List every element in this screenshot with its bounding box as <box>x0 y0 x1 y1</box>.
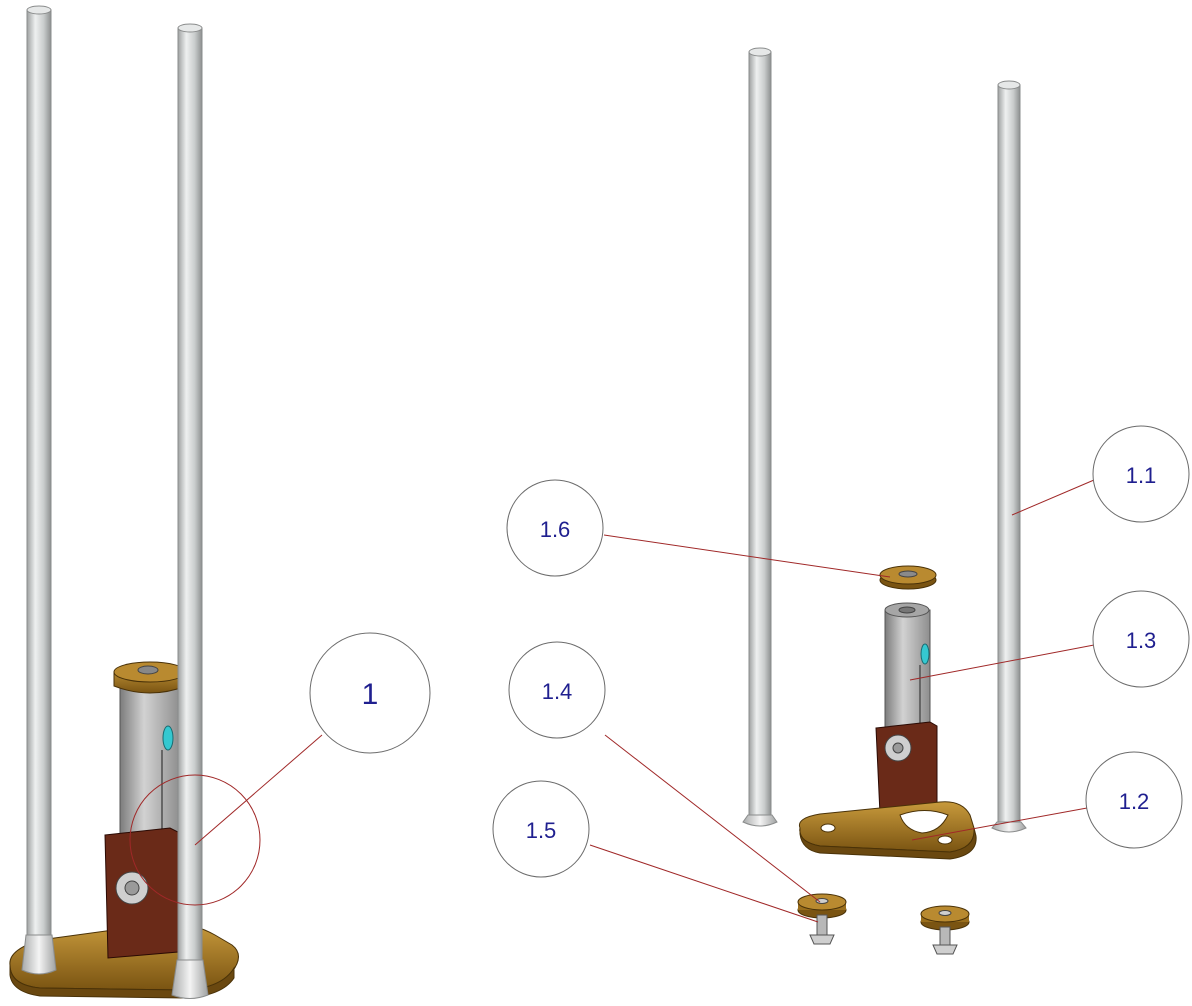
screw-part-left <box>809 914 835 945</box>
leader-1-6 <box>603 534 891 578</box>
foot-part-left <box>797 893 847 919</box>
assembled-bracket <box>104 827 179 959</box>
assembled-rod-left <box>21 5 57 975</box>
assembled-unit <box>9 5 261 999</box>
exploded-parts <box>742 47 1027 955</box>
callout-1-2: 1.2 <box>1085 751 1183 849</box>
exploded-rod-left <box>742 47 778 827</box>
leader-1-5 <box>589 844 819 923</box>
callout-1-4: 1.4 <box>508 641 606 739</box>
leader-1-4 <box>604 734 821 903</box>
bracket-part <box>875 721 938 815</box>
column-part <box>884 602 931 731</box>
callout-label-1-3: 1.3 <box>1126 628 1157 653</box>
exploded-rod-right <box>991 80 1027 833</box>
callout-1-6: 1.6 <box>506 479 604 577</box>
assembled-column <box>113 661 187 841</box>
callout-label-1: 1 <box>362 678 379 711</box>
leader-1 <box>194 734 323 846</box>
callout-label-1-5: 1.5 <box>526 818 557 843</box>
assembled-rod-right <box>171 23 209 999</box>
cap-washer-part <box>879 565 937 590</box>
callout-label-1-6: 1.6 <box>540 517 571 542</box>
callout-1-3: 1.3 <box>1092 590 1190 688</box>
leader-1-1 <box>1011 479 1095 516</box>
callout-1: 1 <box>309 632 431 754</box>
callout-1-1: 1.1 <box>1092 425 1190 523</box>
callout-label-1-2: 1.2 <box>1119 789 1150 814</box>
base-plate-part <box>798 801 977 860</box>
screw-part-right <box>932 926 958 955</box>
callout-label-1-1: 1.1 <box>1126 463 1157 488</box>
leader-1-3 <box>909 644 1095 681</box>
detail-circle <box>129 774 261 906</box>
leader-1-2 <box>911 807 1088 841</box>
leader-lines <box>194 479 1095 923</box>
callout-1-5: 1.5 <box>492 780 590 878</box>
callout-label-1-4: 1.4 <box>542 679 573 704</box>
foot-part-right <box>920 905 970 931</box>
